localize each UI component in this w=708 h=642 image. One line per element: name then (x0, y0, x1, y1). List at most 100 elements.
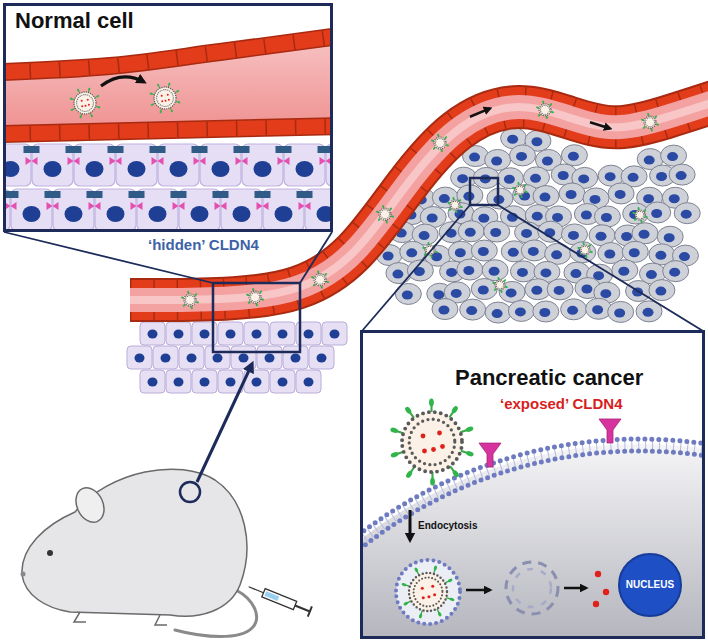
tumor-cell (471, 240, 497, 261)
tumor-nucleus (539, 193, 550, 202)
lipid-inner (185, 295, 194, 304)
drug-dot (167, 94, 169, 96)
tumor-nucleus (618, 267, 629, 276)
tumor-nucleus (528, 247, 539, 256)
lipid-inner (581, 246, 589, 254)
tumor-cell (547, 279, 573, 300)
panel-title: Pancreatic cancer (455, 365, 643, 390)
liposome-core (184, 294, 196, 306)
liposome-core (74, 92, 96, 114)
lipid-inner (409, 419, 455, 465)
cell-nucleus (330, 330, 340, 339)
ligand (405, 470, 413, 479)
lipid-inner (435, 138, 444, 147)
mouse-body (22, 469, 247, 616)
syringe-needle (249, 587, 264, 593)
ligand (390, 451, 399, 458)
cldn4-hidden (152, 157, 164, 165)
endothelial-junctions (3, 36, 333, 72)
ligand (465, 426, 474, 433)
ligand (247, 301, 251, 305)
cancer-inset (360, 330, 705, 639)
lipid-outer (154, 87, 176, 109)
liposome-core (379, 208, 391, 220)
ligand (96, 95, 100, 98)
ligand (451, 469, 460, 478)
membrane-outer (360, 439, 705, 639)
liposome (492, 277, 508, 293)
tumor-nucleus (568, 231, 579, 240)
tumor-nucleus (615, 190, 626, 199)
cell-nucleus (107, 206, 125, 222)
cell-nucleus (265, 354, 275, 363)
tumor-cell (649, 280, 675, 301)
cldn4-hidden (110, 157, 122, 165)
normal-inset (3, 3, 333, 232)
tumor-nucleus (669, 194, 680, 203)
cell-nucleus (304, 378, 314, 387)
liposome (69, 87, 100, 118)
ligand (451, 405, 459, 414)
tumor-nucleus (504, 175, 515, 184)
lipid-inner (315, 275, 324, 284)
drug-dot (427, 595, 430, 598)
ligand (168, 82, 171, 85)
process-label: Endocytosis (418, 520, 477, 532)
ligand (97, 106, 100, 109)
inset-panel: Normal cell (3, 3, 333, 232)
liposome (401, 565, 455, 619)
ligand (449, 597, 455, 601)
tumor-nucleus (478, 247, 489, 256)
liposome-core (434, 137, 446, 149)
cell-nucleus (200, 330, 210, 339)
tumor-cell (471, 279, 497, 300)
tissue-cell (205, 346, 230, 369)
ligand (446, 144, 449, 147)
liposome-core (314, 274, 326, 286)
ligand (433, 565, 437, 571)
cell-nucleus (174, 378, 184, 387)
tumor-cell (510, 145, 536, 166)
tumor-nucleus (469, 153, 480, 162)
tumor-nucleus (507, 135, 518, 144)
tumor-nucleus (669, 268, 680, 277)
cldn4-hidden (236, 157, 248, 165)
liposome (512, 182, 528, 198)
step-arrow (466, 589, 490, 592)
ligand (432, 147, 436, 151)
tumor-nucleus (601, 213, 612, 222)
cell-nucleus (191, 206, 209, 222)
ligand (79, 115, 82, 118)
tumor-nucleus (446, 268, 457, 277)
drug-dot (161, 95, 163, 97)
tumor-cell (632, 223, 658, 244)
ligand (312, 283, 316, 287)
tight-junction (276, 146, 292, 153)
drug-dot (87, 99, 89, 101)
tumor-nucleus (596, 232, 607, 241)
ligand (261, 298, 264, 301)
tumor-nucleus (655, 287, 666, 296)
text-holder: Pancreatic cancer (455, 365, 643, 390)
liposome-core (154, 87, 176, 109)
cell-nucleus (226, 330, 236, 339)
cell-nucleus (149, 206, 167, 222)
cell-nucleus (213, 354, 223, 363)
drug-dot (168, 99, 170, 101)
tight-junction (24, 146, 40, 153)
cell-nucleus (187, 354, 197, 363)
liposome (431, 134, 450, 153)
liposome (632, 207, 648, 223)
step-arrow (564, 587, 586, 590)
tissue-cell (257, 346, 282, 369)
tumor-nucleus (478, 286, 489, 295)
tissue-cell (179, 346, 204, 369)
tumor-nucleus (439, 194, 450, 203)
tight-junction (234, 146, 250, 153)
tumor-nucleus (644, 156, 655, 165)
tumor-cell (561, 299, 587, 320)
endothelial-junctions (3, 126, 333, 134)
cell-nucleus (212, 161, 230, 177)
ligand (447, 578, 453, 583)
